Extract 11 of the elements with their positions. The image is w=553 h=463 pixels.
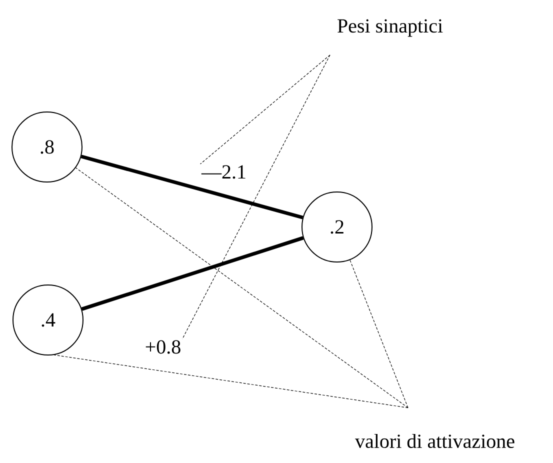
annotation-text: valori di attivazione [355,434,514,448]
leader-line [182,54,330,340]
leader-line [75,167,408,408]
leader-line [350,260,408,408]
connection-line [81,236,304,311]
annotation-text: Pesi sinaptici [338,19,443,37]
weight-value: —2.1 [201,165,246,179]
weight-value: +0.8 [146,340,180,354]
leader-line [200,54,330,164]
connection-line [80,154,304,220]
leader-line [54,354,408,408]
